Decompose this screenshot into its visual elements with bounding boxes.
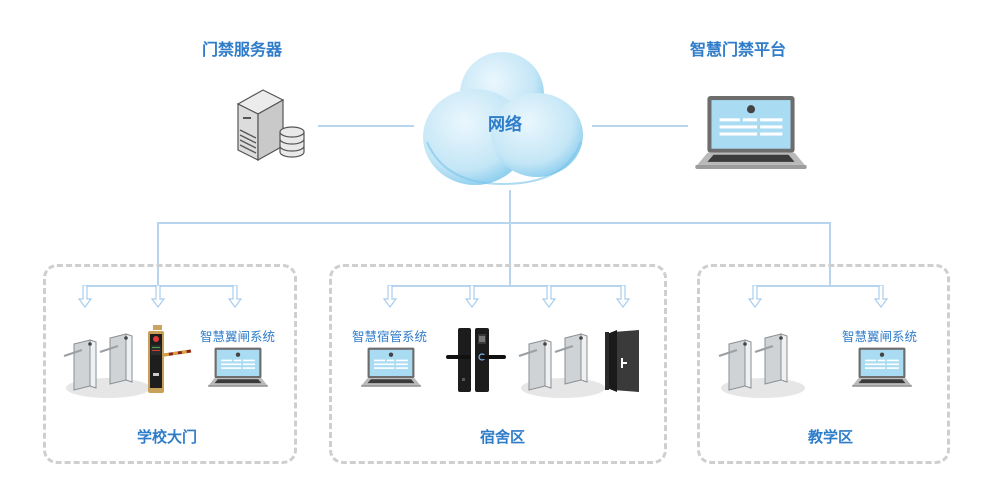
zone3-system-label: 智慧翼闸系统 xyxy=(842,329,918,344)
connector-zone1-drop xyxy=(157,222,159,286)
zone-teaching xyxy=(697,264,950,464)
laptop-icon xyxy=(361,346,421,388)
connector-server-network xyxy=(318,125,414,127)
laptop-icon xyxy=(852,346,912,388)
arrow-down-icon xyxy=(465,285,479,309)
zone3-bus xyxy=(754,285,882,287)
barrier-gate-terminal-icon xyxy=(145,325,195,395)
connector-network-platform xyxy=(592,125,688,127)
smart-lock-icon xyxy=(446,326,506,394)
turnstile-icon xyxy=(715,330,805,400)
connector-bus xyxy=(157,222,830,224)
door-icon xyxy=(603,328,643,394)
turnstile-icon xyxy=(515,330,605,400)
zone3-label: 教学区 xyxy=(808,428,854,446)
arrow-down-icon xyxy=(228,285,242,309)
network-label: 网络 xyxy=(488,115,522,135)
zone2-bus xyxy=(389,285,624,287)
zone-school-gate xyxy=(43,264,297,464)
laptop-icon xyxy=(208,346,268,388)
zone2-label: 宿舍区 xyxy=(480,428,526,446)
arrow-down-icon xyxy=(78,285,92,309)
zone1-label: 学校大门 xyxy=(137,428,198,446)
connector-zone3-drop xyxy=(829,222,831,286)
arrow-down-icon xyxy=(151,285,165,309)
zone2-system-label: 智慧宿管系统 xyxy=(352,329,428,344)
arrow-down-icon xyxy=(383,285,397,309)
arrow-down-icon xyxy=(542,285,556,309)
zone-dormitory xyxy=(329,264,667,464)
cloud-icon xyxy=(415,42,590,192)
platform-laptop-icon xyxy=(695,94,807,170)
turnstile-icon xyxy=(60,330,150,400)
arrow-down-icon xyxy=(616,285,630,309)
platform-label: 智慧门禁平台 xyxy=(690,40,787,59)
arrow-down-icon xyxy=(874,285,888,309)
zone1-system-label: 智慧翼闸系统 xyxy=(200,329,276,344)
arrow-down-icon xyxy=(748,285,762,309)
server-label: 门禁服务器 xyxy=(202,40,283,59)
server-database-icon xyxy=(228,84,308,164)
connector-network-trunk xyxy=(509,190,511,286)
